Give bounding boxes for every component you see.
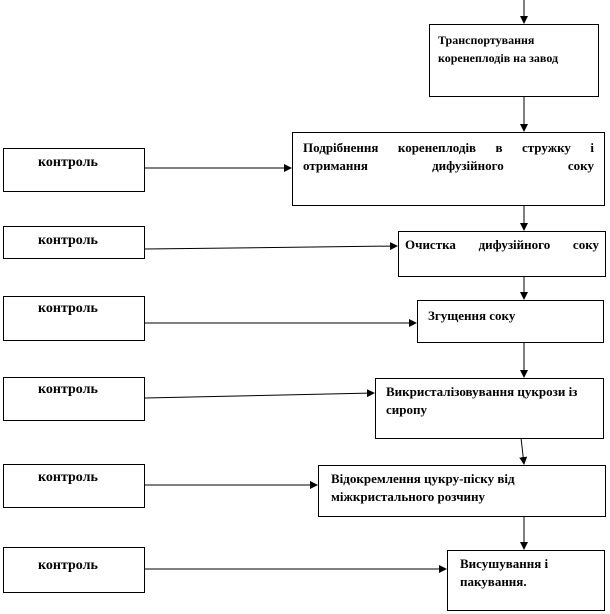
step-label: Висушування і пакування. (460, 556, 549, 589)
step-transport: Транспортування коренеплодів на завод (429, 24, 599, 97)
control-box: контроль (3, 296, 145, 341)
control-box: контроль (3, 148, 145, 192)
step-label: Транспортування коренеплодів на завод (438, 33, 559, 65)
step-label: Відокремлення цукру-піску від міжкристал… (331, 471, 515, 504)
control-box: контроль (3, 547, 145, 593)
step-crystallization: Викристалізовування цукрози із сиропу (375, 378, 604, 439)
step-purification: Очистка дифузійного соку (398, 231, 606, 277)
arrow-control2 (144, 242, 398, 251)
control-label: контроль (38, 155, 98, 170)
step-concentration: Згущення соку (417, 300, 604, 343)
control-label: контроль (38, 233, 98, 248)
arrow-step5-step6 (519, 437, 528, 465)
control-label: контроль (38, 470, 98, 485)
step-label: Згущення соку (428, 308, 516, 323)
arrow-control4 (144, 389, 375, 399)
step-label: Подрібнення коренеплодів в стружку і отр… (303, 140, 594, 173)
step-drying-packing: Висушування і пакування. (447, 550, 605, 611)
step-label: Викристалізовування цукрози із сиропу (386, 384, 578, 417)
control-label: контроль (38, 558, 98, 573)
control-label: контроль (38, 301, 98, 316)
control-box: контроль (3, 226, 145, 259)
control-box: контроль (3, 377, 145, 421)
step-grinding: Подрібнення коренеплодів в стружку і отр… (292, 132, 605, 206)
control-box: контроль (3, 464, 145, 508)
step-separation: Відокремлення цукру-піску від міжкристал… (318, 465, 606, 517)
step-label: Очистка дифузійного соку (405, 237, 599, 252)
control-label: контроль (38, 382, 98, 397)
